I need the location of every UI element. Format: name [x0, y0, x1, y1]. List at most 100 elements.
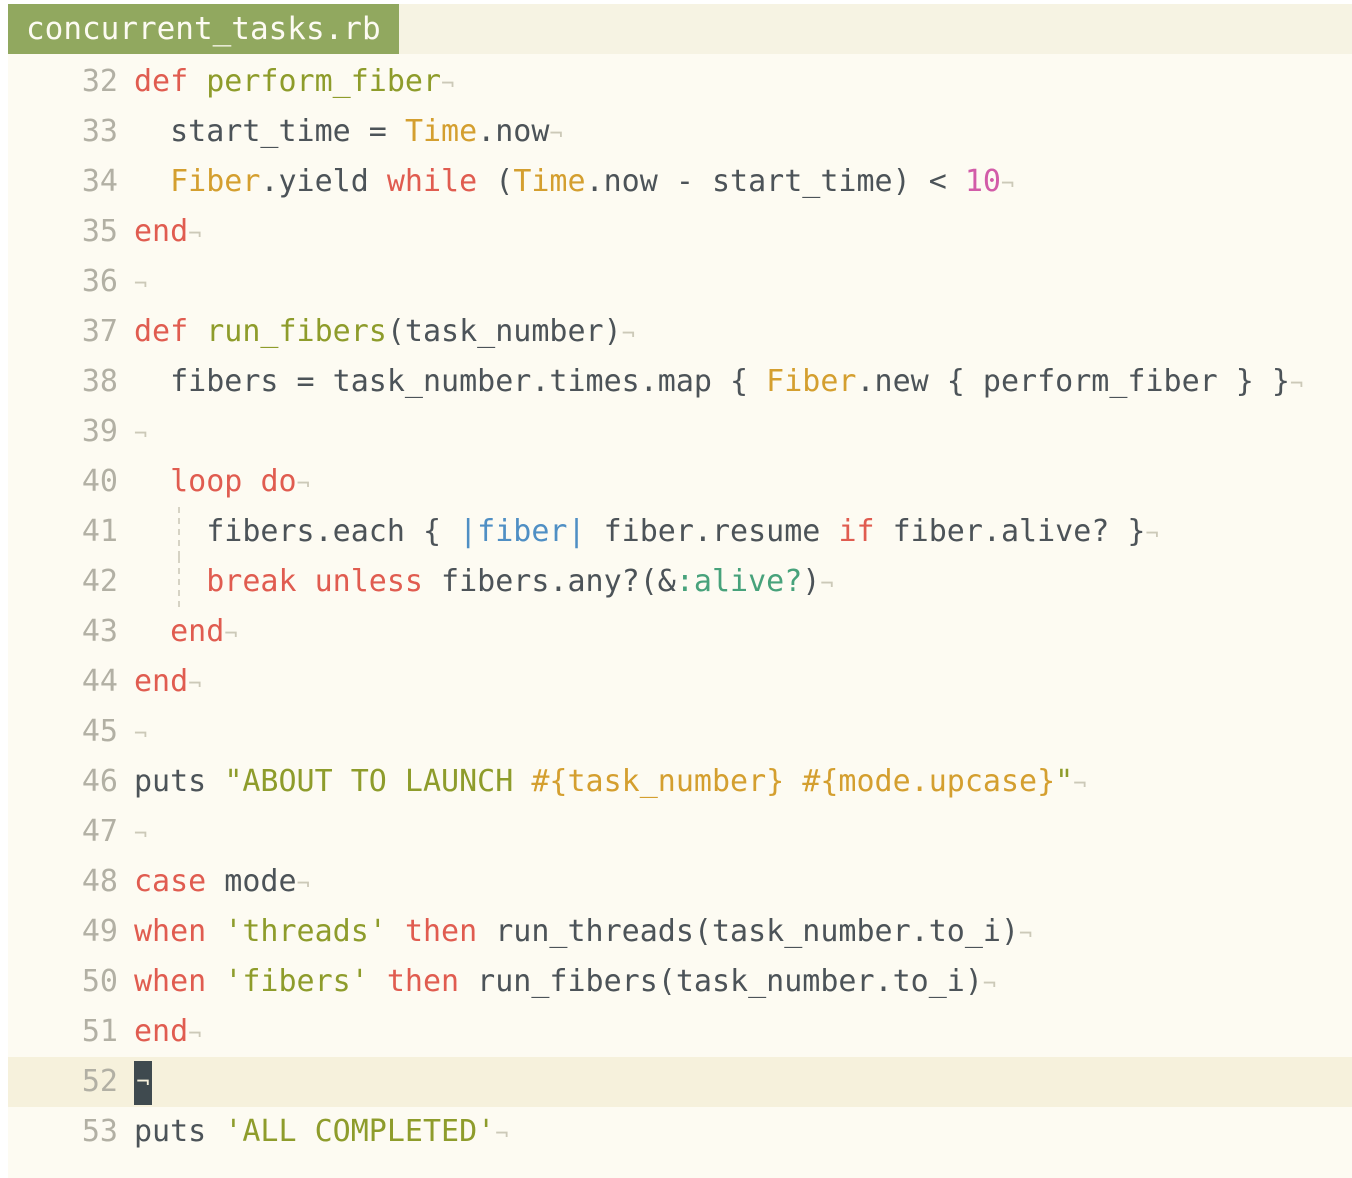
code-line[interactable]: 36 ¬ — [8, 257, 1352, 307]
code-text: Fiber.yield while (Time.now - start_time… — [134, 157, 1014, 210]
text-cursor: ¬ — [134, 1060, 152, 1105]
line-number: 43 — [81, 614, 118, 649]
code-text: ¬ — [134, 407, 147, 460]
code-token: end — [134, 664, 189, 699]
code-token: break — [206, 564, 297, 599]
tab-file[interactable]: concurrent_tasks.rb — [8, 4, 399, 54]
code-token: " — [1055, 764, 1074, 799]
code-token: 10 — [964, 164, 1001, 199]
code-line[interactable]: 34 Fiber.yield while (Time.now - start_t… — [8, 157, 1352, 207]
eol-marker: ¬ — [982, 972, 997, 997]
code-text: end¬ — [134, 607, 237, 660]
code-token: end — [170, 614, 225, 649]
code-token: .new { perform_fiber } } — [856, 364, 1290, 399]
code-text: def run_fibers(task_number)¬ — [134, 307, 635, 360]
code-token — [242, 464, 260, 499]
code-token: Fiber — [170, 164, 261, 199]
line-number: 40 — [81, 464, 118, 499]
code-token: loop — [170, 464, 243, 499]
code-line[interactable]: 45¬ — [8, 707, 1352, 757]
line-number: 34 — [81, 164, 118, 199]
code-token — [206, 914, 224, 949]
editor-window: concurrent_tasks.rb 32 def perform_fiber¬… — [8, 4, 1352, 1178]
code-token: ) — [802, 564, 821, 599]
eol-marker: ¬ — [820, 572, 834, 597]
code-token — [387, 914, 405, 949]
code-token: ( — [477, 164, 514, 199]
code-text: end¬ — [134, 1007, 201, 1060]
code-text: when 'fibers' then run_fibers(task_numbe… — [134, 957, 996, 1010]
code-token — [297, 564, 315, 599]
code-text: case mode¬ — [134, 857, 310, 910]
code-token — [188, 64, 206, 99]
code-editor[interactable]: 32 def perform_fiber¬33 start_time = Time… — [8, 57, 1352, 1157]
code-text: loop do¬ — [134, 457, 310, 510]
code-text: ¬ — [134, 707, 147, 760]
line-number: 52 — [81, 1064, 118, 1099]
code-text: ¬ — [134, 1057, 152, 1107]
code-token — [188, 314, 206, 349]
code-line[interactable]: 39 ¬ — [8, 407, 1352, 457]
code-line[interactable]: 53 puts 'ALL COMPLETED'¬ — [8, 1107, 1352, 1157]
eol-marker: ¬ — [1145, 522, 1159, 547]
line-number: 53 — [81, 1114, 118, 1149]
code-token: when — [134, 914, 207, 949]
line-number: 36 — [81, 264, 118, 299]
code-token: fiber.alive? } — [874, 514, 1146, 549]
line-number: 32 — [81, 64, 118, 99]
code-line[interactable]: 52 ¬ — [8, 1057, 1352, 1107]
line-number: 44 — [81, 664, 118, 699]
code-text: fibers.each { |fiber| fiber.resume if fi… — [134, 507, 1159, 560]
code-line[interactable]: 47¬ — [8, 807, 1352, 857]
code-token: run_threads(task_number.to_i) — [477, 914, 1020, 949]
code-token: fibers = task_number.times.map { — [170, 364, 767, 399]
line-number: 39 — [81, 414, 118, 449]
code-line[interactable]: 33 start_time = Time.now¬ — [8, 107, 1352, 157]
code-token: then — [386, 964, 460, 999]
eol-marker: ¬ — [134, 722, 148, 747]
code-text: end¬ — [134, 657, 201, 710]
code-token: (task_number) — [386, 314, 622, 349]
line-number: 41 — [81, 514, 118, 549]
code-token: Time — [404, 114, 478, 149]
eol-marker: ¬ — [549, 122, 563, 147]
code-line[interactable]: 42 break unless fibers.any?(&:alive?)¬ — [8, 557, 1352, 607]
eol-marker: ¬ — [296, 472, 310, 497]
eol-marker: ¬ — [134, 272, 148, 297]
eol-marker: ¬ — [134, 822, 148, 847]
eol-marker: ¬ — [1019, 922, 1033, 947]
code-token: do — [260, 464, 297, 499]
code-line[interactable]: 40 loop do¬ — [8, 457, 1352, 507]
eol-marker: ¬ — [495, 1122, 509, 1147]
code-token: puts — [134, 1114, 225, 1149]
eol-marker: ¬ — [188, 222, 202, 247]
code-line[interactable]: 43 end¬ — [8, 607, 1352, 657]
code-text: ¬ — [134, 257, 147, 310]
eol-marker: ¬ — [296, 872, 310, 897]
code-token: perform_fiber — [206, 64, 442, 99]
code-token: run_fibers(task_number.to_i) — [459, 964, 983, 999]
eol-marker: ¬ — [1073, 772, 1087, 797]
code-text: def perform_fiber¬ — [134, 57, 454, 110]
code-token: 'ALL COMPLETED' — [224, 1114, 496, 1149]
code-line[interactable]: 38 fibers = task_number.times.map { Fibe… — [8, 357, 1352, 407]
code-line[interactable]: 41 fibers.each { |fiber| fiber.resume if… — [8, 507, 1352, 557]
indent-guide — [178, 557, 180, 607]
code-line[interactable]: 32 def perform_fiber¬ — [8, 57, 1352, 107]
code-text: ¬ — [134, 807, 147, 860]
code-line[interactable]: 44 end¬ — [8, 657, 1352, 707]
code-token: fibers.each { — [206, 514, 460, 549]
code-text: when 'threads' then run_threads(task_num… — [134, 907, 1032, 960]
code-token: when — [134, 964, 207, 999]
code-token: unless — [314, 564, 423, 599]
code-token: |fiber| — [459, 514, 586, 549]
code-text: end¬ — [134, 207, 201, 260]
tab-bar: concurrent_tasks.rb — [8, 4, 1352, 54]
